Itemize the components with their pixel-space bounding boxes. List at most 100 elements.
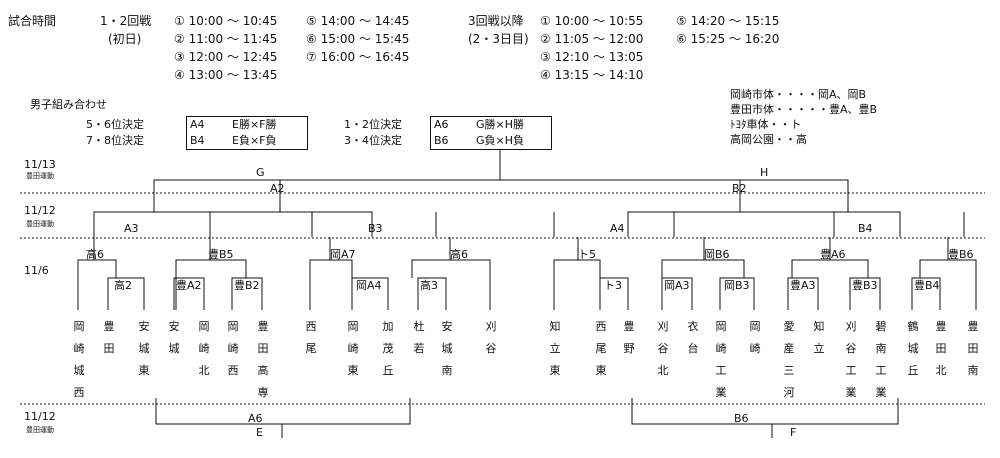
- court-B4: B4: [858, 222, 873, 235]
- placement-box-left: [186, 116, 308, 150]
- team-name: 刈谷工業: [845, 320, 857, 399]
- match-label: E勝×F勝: [232, 118, 277, 131]
- team-name: 碧南工業: [875, 320, 887, 399]
- court-label: 豊B5: [208, 248, 234, 261]
- court-label: 高6: [450, 248, 468, 261]
- team-name: 衣台: [687, 320, 699, 355]
- time-slot: ⑤ 14:00 ～ 14:45: [306, 14, 410, 28]
- match-label-G: G: [256, 166, 265, 179]
- team-name: 刈谷: [485, 320, 497, 355]
- time-slot: ④ 13:00 ～ 13:45: [174, 68, 278, 82]
- venue-line: ﾄﾖﾀ車体・・ト: [730, 118, 802, 131]
- date-label: 11/13: [24, 158, 56, 171]
- court-label: 豊A2: [176, 279, 202, 292]
- r3-sub: (2・3日目): [468, 32, 529, 46]
- court-label: ト5: [578, 248, 596, 261]
- p56-label: 5・6位決定: [86, 118, 144, 131]
- team-name: 岡崎工業: [715, 320, 727, 399]
- time-slot: ④ 13:15 ～ 14:10: [540, 68, 644, 82]
- team-name: 加茂丘: [382, 320, 394, 377]
- match-label: G負×H負: [476, 134, 525, 147]
- date-label: 11/12: [24, 410, 56, 423]
- court-label: 豊A3: [790, 279, 816, 292]
- time-slot: ② 11:00 ～ 11:45: [174, 32, 278, 46]
- venue-line: 豊田市体・・・・・豊A、豊B: [730, 103, 878, 116]
- court-label: 高3: [420, 279, 438, 292]
- team-name: 杜若: [413, 320, 425, 355]
- team-name: 刈谷北: [657, 320, 669, 377]
- team-name: 鶴城丘: [907, 320, 919, 377]
- team-name: 岡崎城西: [73, 320, 85, 399]
- time-slot: ⑥ 15:25 ～ 16:20: [676, 32, 780, 46]
- court-label: 岡A3: [664, 279, 690, 292]
- court-A2: A2: [270, 182, 285, 195]
- court-label: 豊B3: [852, 279, 878, 292]
- court-label: 岡A4: [356, 279, 382, 292]
- court-label: A4: [190, 118, 205, 131]
- team-name: 愛産三河: [783, 320, 795, 399]
- p34-label: 3・4位決定: [344, 134, 402, 147]
- team-name: 安城: [168, 320, 180, 355]
- court-label: 岡A7: [330, 248, 356, 261]
- court-label: ト3: [604, 279, 622, 292]
- venue-sub: 豊田運動: [26, 426, 54, 434]
- r3-label: 3回戦以降: [468, 14, 524, 28]
- court-label: 豊A6: [820, 248, 846, 261]
- court-label: 岡B6: [704, 248, 730, 261]
- team-name: 岡崎北: [198, 320, 210, 377]
- venue-sub: 豊田運動: [26, 220, 54, 228]
- placement-box-right: [430, 116, 552, 150]
- team-name: 岡崎: [749, 320, 761, 355]
- court-label: 高2: [114, 279, 132, 292]
- court-label: 岡B3: [724, 279, 750, 292]
- venue-line: 高岡公園・・高: [730, 133, 807, 146]
- team-name: 知立: [813, 320, 825, 355]
- team-name: 西尾東: [595, 320, 607, 377]
- match-label-E: E: [256, 426, 263, 439]
- team-name: 豊田高専: [257, 320, 269, 399]
- court-A4: A4: [610, 222, 625, 235]
- court-label: 高6: [86, 248, 104, 261]
- r12-label: 1・2回戦: [100, 14, 152, 28]
- time-slot: ⑦ 16:00 ～ 16:45: [306, 50, 410, 64]
- men-label: 男子組み合わせ: [30, 98, 107, 111]
- team-name: 豊田: [103, 320, 115, 355]
- court-label: 豊B6: [948, 248, 974, 261]
- team-name: 豊田北: [935, 320, 947, 377]
- time-slot: ③ 12:10 ～ 13:05: [540, 50, 644, 64]
- time-slot: ③ 12:00 ～ 12:45: [174, 50, 278, 64]
- team-name: 安城東: [138, 320, 150, 377]
- court-label: 豊B4: [914, 279, 940, 292]
- time-slot: ⑤ 14:20 ～ 15:15: [676, 14, 780, 28]
- time-slot: ① 10:00 ～ 10:45: [174, 14, 278, 28]
- court-label: B6: [434, 134, 449, 147]
- court-B2: B2: [732, 182, 747, 195]
- team-name: 豊田南: [967, 320, 979, 377]
- time-slot: ⑥ 15:00 ～ 15:45: [306, 32, 410, 46]
- match-label-H: H: [760, 166, 769, 179]
- team-name: 岡崎東: [347, 320, 359, 377]
- date-label: 11/12: [24, 204, 56, 217]
- schedule-label: 試合時間: [8, 14, 57, 28]
- court-label: 豊B2: [234, 279, 260, 292]
- court-label: B4: [190, 134, 205, 147]
- date-label: 11/6: [24, 264, 49, 277]
- court-B3: B3: [368, 222, 383, 235]
- match-label: E負×F負: [232, 134, 277, 147]
- p78-label: 7・8位決定: [86, 134, 144, 147]
- court-A6: A6: [248, 412, 263, 425]
- time-slot: ① 10:00 ～ 10:55: [540, 14, 644, 28]
- time-slot: ② 11:05 ～ 12:00: [540, 32, 644, 46]
- team-name: 岡崎西: [227, 320, 239, 377]
- match-label-F: F: [790, 426, 797, 439]
- venue-line: 岡崎市体・・・・岡A、岡B: [730, 88, 867, 101]
- team-name: 西尾: [305, 320, 317, 355]
- team-name: 豊野: [623, 320, 635, 355]
- r12-sub: (初日): [108, 32, 142, 46]
- court-A3: A3: [124, 222, 139, 235]
- team-name: 安城南: [441, 320, 453, 377]
- court-B6: B6: [734, 412, 749, 425]
- venue-sub: 豊田運動: [26, 172, 54, 180]
- court-label: A6: [434, 118, 449, 131]
